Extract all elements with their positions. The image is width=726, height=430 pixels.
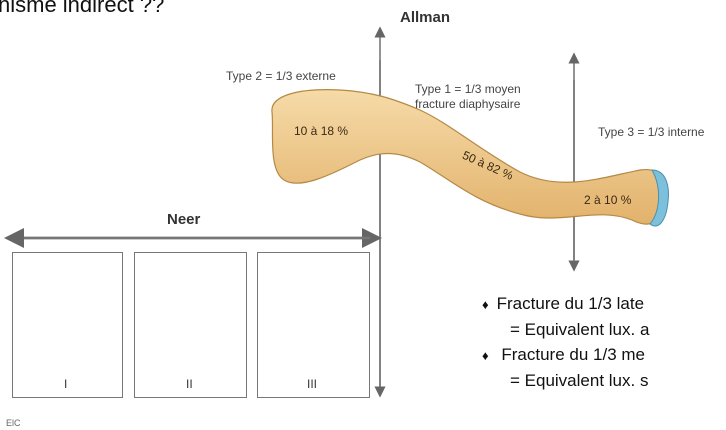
bullet-1-line2: = Equivalent lux. a (510, 319, 649, 341)
bullet-2-line1: Fracture du 1/3 me (497, 345, 645, 364)
neer-panel-1-label: I (64, 377, 67, 391)
neer-title: Neer (167, 211, 200, 228)
type1-label-line2: fracture diaphysaire (415, 97, 520, 112)
type2-label: Type 2 = 1/3 externe (226, 69, 336, 84)
neer-panel-1 (12, 252, 123, 398)
pct-external: 10 à 18 % (294, 124, 348, 138)
bullet-diamond-icon: ♦ (482, 297, 489, 312)
bullet-item-1: ♦ Fracture du 1/3 late (482, 293, 644, 316)
neer-panel-2-label: II (186, 377, 193, 391)
bullet-diamond-icon: ♦ (482, 348, 489, 363)
type3-label: Type 3 = 1/3 interne (598, 125, 704, 140)
image-credit: ElC (6, 418, 21, 428)
bullet-2-line2: = Equivalent lux. s (510, 370, 648, 392)
allman-title: Allman (400, 9, 450, 26)
neer-panel-3-label: III (307, 377, 317, 391)
bullet-1-line1: Fracture du 1/3 late (497, 294, 644, 313)
pct-internal: 2 à 10 % (584, 193, 631, 207)
bullet-item-2: ♦ Fracture du 1/3 me (482, 344, 645, 367)
type1-label-line1: Type 1 = 1/3 moyen (415, 82, 521, 97)
